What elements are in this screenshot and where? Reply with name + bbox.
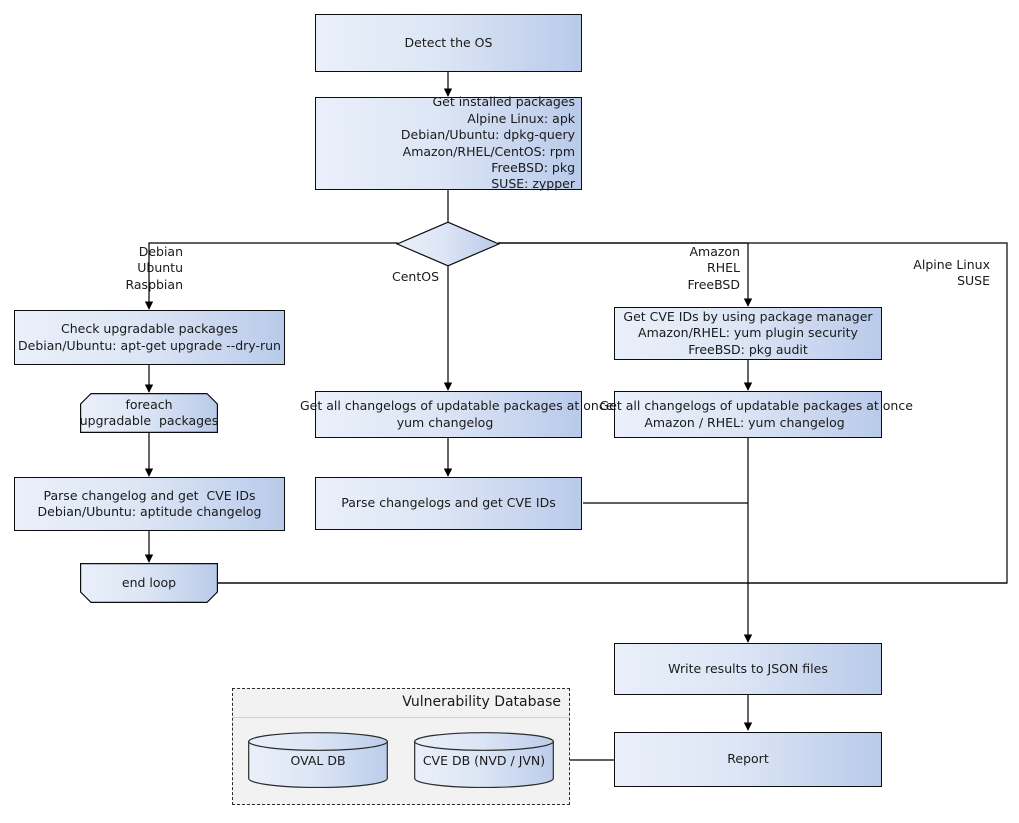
node-foreach-loop-label: foreach upgradable packages xyxy=(79,396,219,428)
node-end-loop-label: end loop xyxy=(121,574,177,590)
node-get-cve-ids-pkgmgr[interactable]: Get CVE IDs by using package manager Ama… xyxy=(614,307,882,360)
node-parse-changelog-left[interactable]: Parse changelog and get CVE IDs Debian/U… xyxy=(14,477,285,531)
node-changelogs-right[interactable]: Get all changelogs of updatable packages… xyxy=(600,391,913,438)
node-foreach-loop[interactable]: foreach upgradable packages xyxy=(80,393,218,433)
node-get-installed-packages[interactable]: Get installed packages Alpine Linux: apk… xyxy=(315,94,582,191)
node-write-results[interactable]: Write results to JSON files xyxy=(614,643,882,695)
edge-label-alpine-branch: Alpine Linux SUSE xyxy=(913,257,990,289)
node-check-upgradable[interactable]: Check upgradable packages Debian/Ubuntu:… xyxy=(14,310,285,365)
edge-label-debian-branch: Debian Ubuntu Raspbian xyxy=(125,244,183,292)
node-os-decision[interactable] xyxy=(395,221,501,267)
node-report[interactable]: Report xyxy=(614,732,882,787)
edge-label-centos-branch: CentOS xyxy=(391,269,439,284)
edge-label-amazon-branch: Amazon RHEL FreeBSD xyxy=(687,244,740,292)
group-divider xyxy=(233,717,569,718)
database-oval-db[interactable]: OVAL DB xyxy=(248,732,388,789)
vulnerability-database-title: Vulnerability Database xyxy=(402,694,561,710)
node-changelogs-center-label: Get all changelogs of updatable packages… xyxy=(300,398,614,430)
edge-decision-left xyxy=(144,242,398,310)
database-oval-db-label: OVAL DB xyxy=(290,752,346,768)
node-end-loop[interactable]: end loop xyxy=(80,563,218,603)
node-changelogs-right-label: Get all changelogs of updatable packages… xyxy=(599,398,913,430)
database-cve-db-label: CVE DB (NVD / JVN) xyxy=(422,752,546,768)
node-parse-changelogs-center[interactable]: Parse changelogs and get CVE IDs xyxy=(315,477,582,530)
database-cve-db[interactable]: CVE DB (NVD / JVN) xyxy=(414,732,554,789)
node-detect-os[interactable]: Detect the OS xyxy=(315,14,582,72)
node-changelogs-center[interactable]: Get all changelogs of updatable packages… xyxy=(300,391,613,438)
